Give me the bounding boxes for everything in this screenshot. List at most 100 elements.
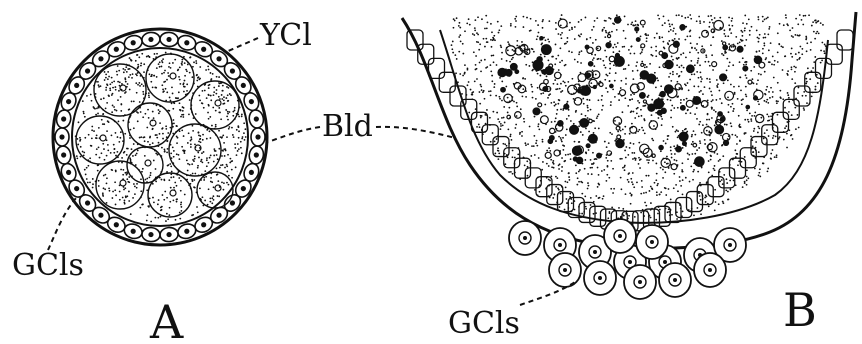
stipple-dot (664, 22, 666, 24)
stipple-dot (136, 74, 138, 76)
yolk-cell (146, 54, 194, 102)
cell-nucleus (66, 99, 71, 104)
stipple-dot (223, 142, 225, 144)
stipple-dot (748, 18, 750, 20)
stipple-dot (720, 135, 722, 137)
stipple-dot (699, 182, 701, 184)
wall-cell (676, 197, 692, 217)
stipple-dot (802, 24, 804, 26)
stipple-dot (630, 94, 632, 96)
stipple-dot (567, 101, 569, 103)
stipple-dot (84, 169, 86, 171)
stipple-dot (159, 66, 161, 68)
stipple-dot (625, 146, 627, 148)
stipple-dot (671, 153, 673, 155)
stipple-dot (160, 216, 162, 218)
stipple-dot (494, 153, 496, 155)
stipple-dot (710, 91, 712, 93)
stipple-dot (637, 24, 639, 26)
stipple-dot (760, 74, 762, 76)
stipple-dot (569, 22, 571, 24)
stipple-dot (824, 44, 826, 46)
stipple-dot (480, 70, 482, 72)
stipple-dot (656, 194, 658, 196)
stipple-dot (224, 103, 226, 105)
stipple-dot (654, 182, 656, 184)
yolk-granule (665, 85, 674, 94)
stipple-dot (169, 97, 171, 99)
stipple-dot (480, 84, 482, 86)
stipple-dot (798, 127, 800, 129)
stipple-dot (146, 214, 148, 216)
yolk-granule (714, 21, 724, 31)
germ-cell-nucleolus (618, 234, 622, 238)
stipple-dot (596, 17, 598, 19)
stipple-dot (767, 170, 769, 172)
stipple-dot (710, 44, 712, 46)
germ-cell-nucleolus (728, 243, 732, 247)
stipple-dot (625, 193, 627, 195)
stipple-dot (217, 195, 219, 197)
stipple-dot (133, 183, 135, 185)
yolk-granule (665, 60, 673, 68)
stipple-dot (470, 89, 472, 91)
stipple-dot (687, 16, 689, 18)
stipple-dot (191, 138, 193, 140)
stipple-dot (174, 182, 176, 184)
stipple-dot (708, 160, 710, 162)
stipple-dot (560, 109, 562, 111)
stipple-dot (770, 115, 772, 117)
stipple-dot (646, 37, 648, 39)
stipple-dot (477, 34, 479, 36)
yolk-granule (659, 51, 663, 55)
stipple-dot (735, 134, 737, 136)
yolk-granule (725, 91, 734, 100)
stipple-dot (619, 158, 621, 160)
stipple-dot (656, 77, 658, 79)
stipple-dot (659, 209, 661, 211)
stipple-dot (768, 28, 770, 30)
stipple-dot (614, 96, 616, 98)
stipple-dot (166, 151, 168, 153)
stipple-dot (776, 154, 778, 156)
stipple-dot (180, 180, 182, 182)
stipple-dot (515, 20, 517, 22)
stipple-dot (605, 87, 607, 89)
stipple-dot (613, 64, 615, 66)
stipple-dot (168, 214, 170, 216)
stipple-dot (625, 78, 627, 80)
stipple-dot (542, 21, 544, 23)
stipple-dot (524, 56, 526, 58)
stipple-dot (80, 156, 82, 158)
cell-nucleus (98, 213, 103, 218)
stipple-dot (97, 81, 99, 83)
yolk-granule (701, 101, 708, 108)
wall-cell (439, 72, 455, 92)
stipple-dot (97, 113, 99, 115)
stipple-dot (179, 109, 181, 111)
stipple-dot (699, 140, 701, 142)
stipple-dot (758, 174, 760, 176)
stipple-dot (693, 169, 695, 171)
stipple-dot (762, 48, 764, 50)
stipple-dot (638, 163, 640, 165)
stipple-dot (620, 130, 622, 132)
stipple-dot (637, 130, 639, 132)
stipple-dot (245, 136, 247, 138)
stipple-dot (486, 27, 488, 29)
stipple-dot (679, 180, 681, 182)
stipple-dot (77, 138, 79, 140)
stipple-dot (502, 125, 504, 127)
stipple-dot (648, 175, 650, 177)
stipple-dot (693, 214, 695, 216)
stipple-dot (562, 109, 564, 111)
stipple-dot (603, 195, 605, 197)
stipple-dot (490, 141, 492, 143)
wall-cell (558, 192, 574, 212)
stipple-dot (162, 133, 164, 135)
stipple-dot (476, 126, 478, 128)
stipple-dot (772, 137, 774, 139)
stipple-dot (115, 204, 117, 206)
germ-cell-nucleolus (663, 260, 667, 264)
stipple-dot (152, 142, 154, 144)
